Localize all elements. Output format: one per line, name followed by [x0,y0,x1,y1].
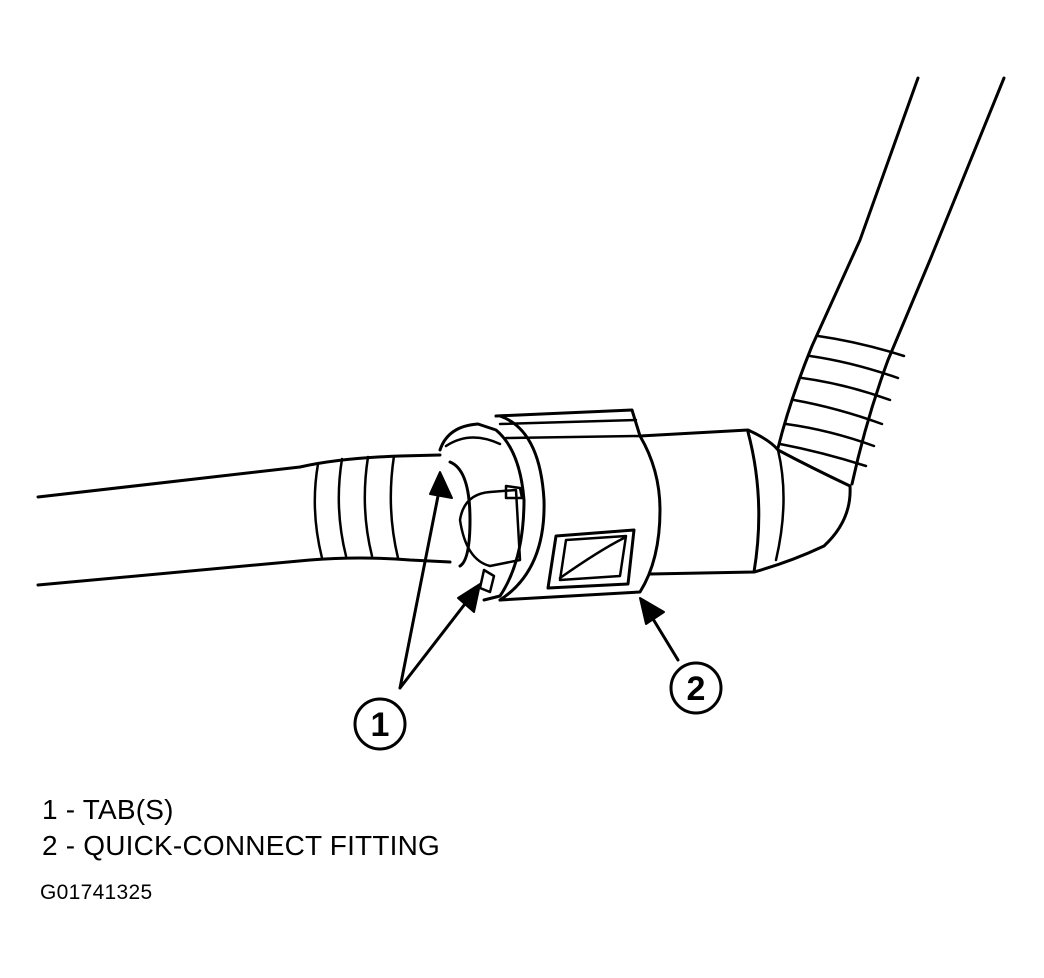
legend: 1 - TAB(S) 2 - QUICK-CONNECT FITTING [42,792,440,864]
quick-connect-housing [494,408,662,602]
quick-connect-fitting-illustration: 1 2 [36,76,1006,751]
right-hose [776,76,1006,486]
callout-2-number: 2 [687,670,706,708]
callout-1-number: 1 [371,706,390,744]
callout-1-arrows [398,471,481,690]
figure-code: G01741325 [40,881,153,904]
retainer-collar [438,422,526,602]
callout-2: 2 [669,661,723,715]
callout-1: 1 [353,697,407,751]
left-hose [36,453,452,587]
legend-item-tabs: 1 - TAB(S) [42,794,174,825]
callout-2-arrow [639,597,680,662]
legend-item-quick-connect-fitting: 2 - QUICK-CONNECT FITTING [42,830,441,861]
elbow-body [638,428,852,576]
